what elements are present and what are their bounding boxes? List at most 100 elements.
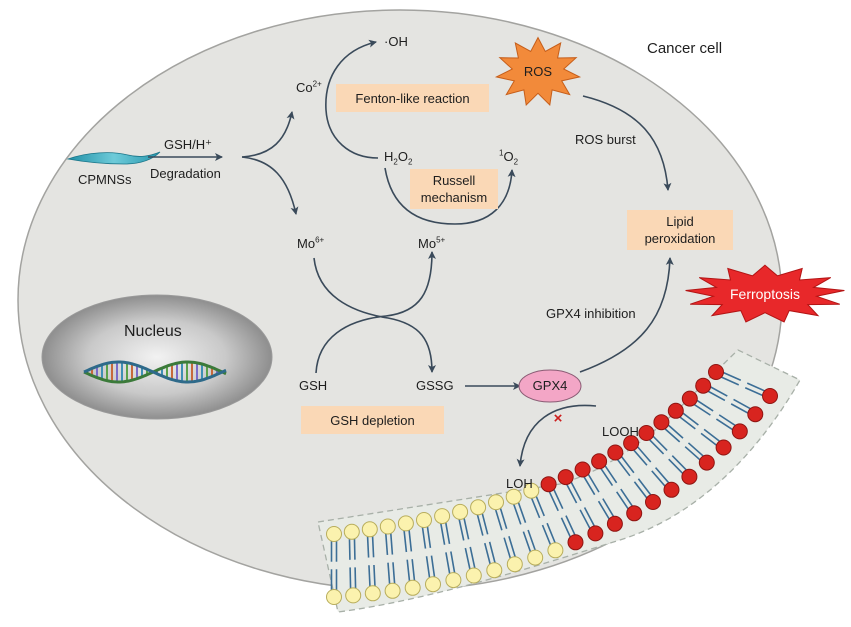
gsh: GSH: [299, 378, 328, 393]
h2o2-sub-a: 2: [393, 157, 398, 167]
gsh-depletion-box: GSH depletion: [301, 406, 444, 434]
gpx4-node: [518, 369, 582, 403]
mo5-charge: 5+: [436, 235, 446, 245]
lipid-head: [416, 512, 432, 528]
dna-helix-icon: [83, 360, 227, 384]
lipid-head: [681, 390, 698, 407]
lipid-head: [506, 556, 523, 573]
mo6-charge: 6+: [315, 235, 325, 245]
lipid-bilayer: [326, 364, 778, 605]
lipid-head: [361, 521, 378, 538]
ros-burst-arrow: [582, 95, 672, 191]
lipid-head: [567, 534, 584, 551]
gpx4-label: GPX4: [532, 378, 568, 393]
russell-box: Russell mechanism: [410, 169, 498, 209]
looh-to-loh-arrow: [516, 404, 597, 467]
lipid-head: [445, 572, 462, 589]
lipid-head: [434, 508, 451, 525]
lipid-head: [364, 585, 381, 602]
lipid-head: [523, 482, 540, 499]
h2o2-sub-b: 2: [407, 157, 413, 167]
lipid-head: [397, 515, 414, 532]
lipid-head: [695, 377, 712, 394]
h2o2: H2O2: [384, 149, 413, 167]
lipid-head: [452, 503, 469, 520]
lipid-line-2: peroxidation: [644, 231, 716, 246]
lipid-head: [527, 549, 544, 566]
lipid-head: [638, 425, 655, 441]
lipid-head: [747, 406, 764, 423]
ros-label: ROS: [523, 64, 553, 79]
gsh-depletion-label: GSH depletion: [330, 412, 415, 428]
fenton-arrow: [325, 39, 379, 159]
singlet-o: O: [503, 149, 514, 164]
co2-ion: Co2+: [296, 80, 322, 96]
lipid-head: [574, 461, 591, 478]
fenton-label: Fenton-like reaction: [355, 90, 470, 106]
arrow-to-co: [241, 111, 295, 158]
russell-line-2: mechanism: [420, 190, 488, 205]
lipid-head: [465, 567, 482, 584]
lipid-head: [663, 481, 680, 498]
russell-line-1: Russell: [432, 173, 476, 188]
mo6-to-gssg-arrow: [313, 257, 436, 373]
singlet-sub: 2: [513, 157, 519, 167]
lipid-head: [540, 476, 557, 493]
lipid-head: [698, 454, 715, 471]
singlet-oxygen: 1O2: [499, 148, 519, 167]
lipid-head: [667, 402, 684, 419]
mo5-ion: Mo5+: [418, 236, 445, 252]
inhibition-x-icon: ×: [553, 410, 563, 427]
looh: LOOH: [602, 424, 639, 439]
lipid-head: [379, 518, 396, 535]
lipid-head: [557, 469, 574, 486]
lipid-head: [626, 505, 643, 522]
lipid-head: [345, 587, 362, 604]
gpx4-inhibition-arrow: [579, 257, 674, 373]
mo6-symbol: Mo: [297, 236, 316, 251]
cell-label: Cancer cell: [647, 40, 723, 57]
lipid-head: [470, 499, 487, 516]
lipid-head: [488, 494, 504, 511]
lipid-head: [343, 523, 360, 540]
hydroxyl-radical: ·OH: [384, 34, 408, 49]
co2-charge: 2+: [312, 79, 322, 89]
co2-symbol: Co: [296, 80, 313, 95]
lipid-head: [384, 582, 401, 599]
lipid-head: [547, 542, 564, 559]
mo6-ion: Mo6+: [297, 236, 324, 252]
lipid-head: [681, 468, 698, 485]
lipid-head: [505, 488, 522, 505]
gsh-to-mo5-arrow: [315, 251, 436, 374]
nucleus-label: Nucleus: [124, 323, 182, 340]
lipid-head: [731, 423, 748, 440]
ferroptosis-burst-icon: [685, 264, 845, 323]
cpmnss-nanosheet-icon: [66, 151, 161, 165]
lipid-head: [607, 444, 624, 461]
russell-arrow: [384, 167, 516, 225]
lipid-head: [326, 526, 342, 542]
lipid-head: [425, 576, 441, 593]
lipid-head: [653, 414, 670, 431]
fenton-box: Fenton-like reaction: [336, 84, 489, 112]
lipid-head: [715, 439, 732, 456]
lipid-head: [606, 515, 623, 532]
lipid-head: [645, 494, 661, 510]
h2o2-o: O: [397, 149, 408, 164]
nucleus: [41, 294, 273, 420]
mo5-symbol: Mo: [418, 236, 437, 251]
gssg: GSSG: [416, 378, 454, 393]
lipid-head: [591, 453, 608, 470]
lipid-head: [587, 525, 604, 542]
arrow-to-mo6: [241, 156, 299, 215]
lipid-head: [708, 364, 724, 380]
lipid-line-1: Lipid: [666, 214, 694, 229]
cpmnss-label: CPMNSs: [78, 172, 132, 187]
gpx4-inhibition-label: GPX4 inhibition: [546, 306, 636, 321]
h2o2-h: H: [384, 149, 394, 164]
lipid-head: [326, 589, 342, 605]
degradation-condition: GSH/H⁺: [164, 137, 213, 152]
singlet-sup: 1: [499, 148, 504, 158]
